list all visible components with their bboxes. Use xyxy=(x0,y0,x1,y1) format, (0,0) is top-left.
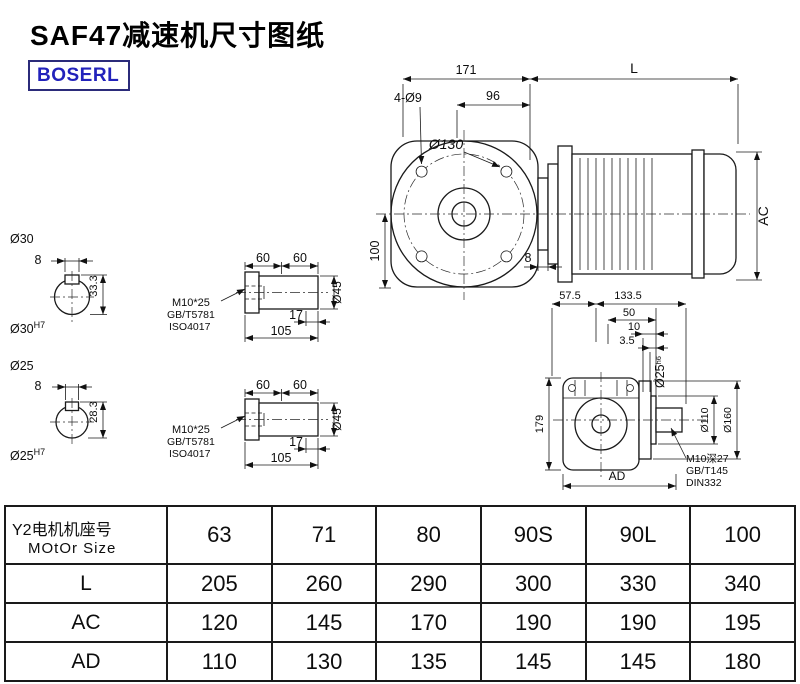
detail-2-note-bolt: M10*25 xyxy=(172,424,210,436)
value-L-90L: 330 xyxy=(584,563,692,604)
section-25-bore-label: Ø25H7 xyxy=(10,447,45,463)
value-AC-90S: 190 xyxy=(479,602,587,643)
value-L-100: 340 xyxy=(689,563,796,604)
dimension-table: Y2电机机座号 MOtOr Size 63 71 80 90S 90L 100 … xyxy=(4,505,796,682)
side-dim-10: 10 xyxy=(628,321,640,333)
detail-1-dim-60a: 60 xyxy=(256,251,270,265)
shaft-section-30: Ø30 8 33.3 Ø30H7 xyxy=(10,232,107,336)
shaft-detail-2: 60 60 17 105 Ø45 M10*25 GB/T5781 ISO4017 xyxy=(167,378,344,469)
dim-motor-length-L: L xyxy=(630,60,638,76)
detail-1-note-standard: GB/T5781 xyxy=(167,309,215,321)
front-view-centerlines xyxy=(376,130,750,300)
row-label-L: L xyxy=(4,563,168,604)
motor-size-100: 100 xyxy=(689,505,796,565)
section-30-bore-label: Ø30H7 xyxy=(10,320,45,336)
detail-2-note-standard: GB/T5781 xyxy=(167,436,215,448)
value-L-80: 290 xyxy=(375,563,482,604)
section-25-key-width: 8 xyxy=(35,379,42,393)
value-AD-100: 180 xyxy=(689,641,796,682)
motor-size-90S: 90S xyxy=(479,505,587,565)
section-25-diameter-label: Ø25 xyxy=(10,359,34,373)
table-header-cn: Y2电机机座号 xyxy=(12,521,112,539)
brand-logo: BOSERL xyxy=(28,60,130,91)
brand-text: BOSERL xyxy=(37,64,120,86)
table-row-motor-size: Y2电机机座号 MOtOr Size 63 71 80 90S 90L 100 xyxy=(4,505,796,565)
detail-2-dim-17: 17 xyxy=(289,435,303,449)
detail-1-dim-60b: 60 xyxy=(293,251,307,265)
table-row-L: L 205 260 290 300 330 340 xyxy=(4,563,796,604)
dim-96: 96 xyxy=(486,89,500,103)
detail-2-dim-60b: 60 xyxy=(293,378,307,392)
value-L-90S: 300 xyxy=(479,563,587,604)
table-row-AC: AC 120 145 170 190 190 195 xyxy=(4,602,796,643)
value-L-63: 205 xyxy=(166,563,273,604)
shaft-detail-1-dimensions xyxy=(220,262,338,342)
detail-2-dim-105: 105 xyxy=(271,451,292,465)
dim-100: 100 xyxy=(368,241,382,262)
side-dia-110: Ø110 xyxy=(699,407,711,432)
side-note-tap: M10深27 xyxy=(686,453,729,465)
value-AD-90L: 145 xyxy=(584,641,692,682)
bolt-holes-label: 4-Ø9 xyxy=(394,91,422,105)
side-note-din: DIN332 xyxy=(686,477,722,489)
shaft-detail-1: 60 60 17 105 Ø45 M10*25 GB/T5781 ISO4017 xyxy=(167,251,344,342)
detail-1-diameter-45: Ø45 xyxy=(330,281,344,304)
side-dim-57-5: 57.5 xyxy=(559,290,580,302)
detail-1-dim-17: 17 xyxy=(289,308,303,322)
page-title: SAF47减速机尺寸图纸 xyxy=(30,20,326,51)
side-dim-179: 179 xyxy=(534,415,546,433)
side-dim-AD: AD xyxy=(609,469,626,483)
row-label-AD: AD xyxy=(4,641,168,682)
motor-size-90L: 90L xyxy=(584,505,692,565)
shaft-detail-2-dimensions xyxy=(220,389,338,469)
detail-2-diameter-45: Ø45 xyxy=(330,408,344,431)
value-AC-80: 170 xyxy=(375,602,482,643)
section-30-diameter-label: Ø30 xyxy=(10,232,34,246)
section-30-key-height: 33.3 xyxy=(88,275,100,296)
value-AD-71: 130 xyxy=(270,641,378,682)
side-view-dimensions xyxy=(545,301,741,490)
value-AC-63: 120 xyxy=(166,602,273,643)
row-label-AC: AC xyxy=(4,602,168,643)
value-AC-100: 195 xyxy=(689,602,796,643)
section-30-dimensions xyxy=(51,258,107,315)
front-view: 171 L 96 4-Ø9 Ø130 100 AC 8 xyxy=(368,60,771,300)
detail-2-dim-60a: 60 xyxy=(256,378,270,392)
detail-2-note-iso: ISO4017 xyxy=(169,448,211,460)
value-AC-90L: 190 xyxy=(584,602,692,643)
table-header-en: MOtOr Size xyxy=(28,539,117,557)
dim-171: 171 xyxy=(456,63,477,77)
side-dim-3-5: 3.5 xyxy=(619,335,634,347)
table-row-AD: AD 110 130 135 145 145 180 xyxy=(4,641,796,682)
side-note-standard: GB/T145 xyxy=(686,465,728,477)
table-header-motor-size: Y2电机机座号 MOtOr Size xyxy=(4,505,168,565)
side-dim-133-5: 133.5 xyxy=(614,290,642,302)
side-dia-160: Ø160 xyxy=(722,407,734,433)
front-view-dimensions xyxy=(379,76,762,289)
motor-size-80: 80 xyxy=(375,505,482,565)
value-AD-80: 135 xyxy=(375,641,482,682)
section-30-key-width: 8 xyxy=(35,253,42,267)
motor-size-71: 71 xyxy=(270,505,378,565)
detail-1-dim-105: 105 xyxy=(271,324,292,338)
dim-motor-diameter-AC: AC xyxy=(755,206,771,225)
flange-diameter-label: Ø130 xyxy=(428,136,463,152)
section-25-key-height: 28.3 xyxy=(88,401,100,422)
technical-drawing: 171 L 96 4-Ø9 Ø130 100 AC 8 xyxy=(10,60,771,490)
side-view: 57.5 133.5 50 10 3.5 Ø25h6 179 Ø110 Ø160… xyxy=(534,290,741,490)
shaft-section-25: Ø25 8 28.3 Ø25H7 xyxy=(10,359,107,463)
dim-spacer-8: 8 xyxy=(525,251,532,265)
detail-1-note-bolt: M10*25 xyxy=(172,297,210,309)
detail-1-note-iso: ISO4017 xyxy=(169,321,211,333)
motor-body xyxy=(537,145,737,283)
motor-size-63: 63 xyxy=(166,505,273,565)
side-dim-50: 50 xyxy=(623,307,635,319)
section-25-dimensions xyxy=(52,384,107,439)
value-L-71: 260 xyxy=(270,563,378,604)
side-shaft-diameter-label: Ø25h6 xyxy=(653,356,667,388)
value-AD-90S: 145 xyxy=(479,641,587,682)
value-AC-71: 145 xyxy=(270,602,378,643)
value-AD-63: 110 xyxy=(166,641,273,682)
